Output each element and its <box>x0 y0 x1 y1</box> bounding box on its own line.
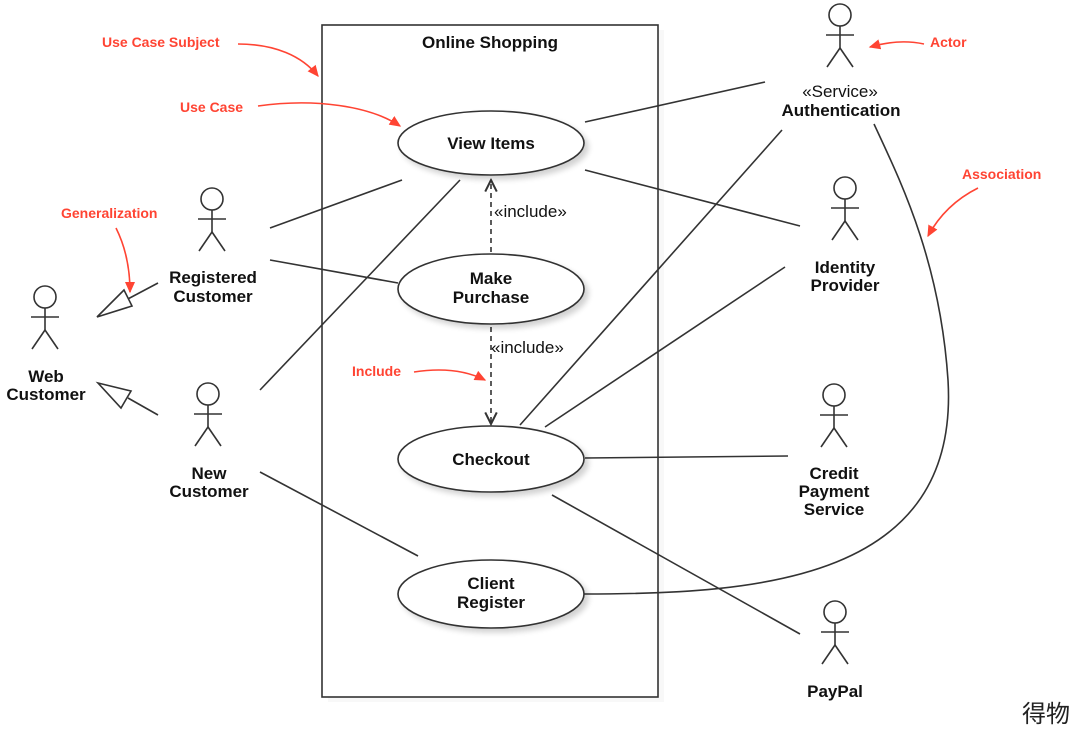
stick-figure-icon <box>31 285 59 350</box>
generalization-registered-line <box>123 282 159 302</box>
assoc-new-client-register <box>259 471 419 557</box>
watermark: 得物 <box>1022 700 1070 728</box>
actor-new-line2: Customer <box>169 482 249 501</box>
actor-web-customer[interactable]: Web Customer <box>6 285 86 404</box>
assoc-view-items-identity <box>584 169 801 227</box>
actor-new-customer[interactable]: New Customer <box>169 382 249 501</box>
annotation-association: Association <box>962 166 1041 182</box>
use-case-view-items-label: View Items <box>447 134 535 153</box>
stick-figure-icon <box>820 383 848 448</box>
annotation-arrow-include <box>413 369 487 381</box>
actor-registered-customer[interactable]: Registered Customer <box>169 187 257 306</box>
generalization-arrows <box>95 282 159 416</box>
include-dependencies: «include» «include» <box>491 180 567 424</box>
stick-figure-icon <box>198 187 226 252</box>
use-case-make-purchase-line1: Make <box>470 269 513 288</box>
assoc-registered-make-purchase <box>269 259 399 284</box>
actor-credit-payment-service[interactable]: Credit Payment Service <box>799 383 870 519</box>
actor-web-line1: Web <box>28 367 64 386</box>
assoc-checkout-paypal <box>551 494 801 635</box>
annotation-use-case: Use Case <box>180 99 243 115</box>
system-title: Online Shopping <box>422 33 558 52</box>
assoc-new-view-items <box>259 179 461 391</box>
generalization-registered-triangle <box>96 288 134 318</box>
use-case-view-items[interactable]: View Items <box>397 110 585 176</box>
use-case-make-purchase-line2: Purchase <box>453 288 530 307</box>
actor-registered-line2: Customer <box>173 287 253 306</box>
annotations: Use Case Subject Use Case Generalization… <box>61 34 1041 381</box>
stick-figure-icon <box>826 3 854 68</box>
stick-figure-icon <box>821 600 849 665</box>
stick-figure-icon <box>194 382 222 447</box>
actor-authentication-name: Authentication <box>782 101 901 120</box>
assoc-checkout-identity <box>544 266 786 428</box>
use-case-checkout[interactable]: Checkout <box>397 425 585 493</box>
actor-identity-provider[interactable]: Identity Provider <box>811 176 880 295</box>
actor-identity-line1: Identity <box>815 258 876 277</box>
use-case-client-register-line1: Client <box>467 574 515 593</box>
assoc-registered-view-items <box>269 179 403 229</box>
assoc-client-register-authentication <box>583 123 950 595</box>
assoc-view-items-authentication <box>584 81 766 123</box>
actor-new-line1: New <box>192 464 228 483</box>
use-case-client-register[interactable]: Client Register <box>397 559 585 629</box>
use-case-make-purchase[interactable]: Make Purchase <box>397 253 585 325</box>
assoc-checkout-credit <box>584 455 789 459</box>
annotation-use-case-subject: Use Case Subject <box>102 34 220 50</box>
annotation-include: Include <box>352 363 401 379</box>
generalization-new-triangle <box>95 381 133 410</box>
actor-paypal[interactable]: PayPal <box>807 600 863 701</box>
actor-identity-line2: Provider <box>811 276 880 295</box>
actor-credit-line1: Credit <box>809 464 858 483</box>
actor-authentication[interactable]: «Service» Authentication <box>782 3 901 120</box>
annotation-arrow-generalization <box>115 227 136 294</box>
annotation-actor: Actor <box>930 34 967 50</box>
actor-credit-line3: Service <box>804 500 865 519</box>
include-label-view-items: «include» <box>494 202 567 221</box>
use-case-checkout-label: Checkout <box>452 450 530 469</box>
association-lines <box>259 81 950 635</box>
actor-authentication-stereotype: «Service» <box>802 82 878 101</box>
annotation-generalization: Generalization <box>61 205 157 221</box>
use-case-client-register-line2: Register <box>457 593 525 612</box>
actor-credit-line2: Payment <box>799 482 870 501</box>
actor-registered-line1: Registered <box>169 268 257 287</box>
actor-web-line2: Customer <box>6 385 86 404</box>
assoc-checkout-authentication <box>519 129 783 426</box>
annotation-arrow-association <box>927 187 979 238</box>
annotation-arrow-use-case <box>257 102 402 127</box>
generalization-new-line <box>127 397 159 416</box>
stick-figure-icon <box>831 176 859 241</box>
actor-paypal-label: PayPal <box>807 682 863 701</box>
annotation-arrow-subject <box>237 43 319 77</box>
annotation-arrow-actor <box>868 39 925 50</box>
include-label-checkout: «include» <box>491 338 564 357</box>
